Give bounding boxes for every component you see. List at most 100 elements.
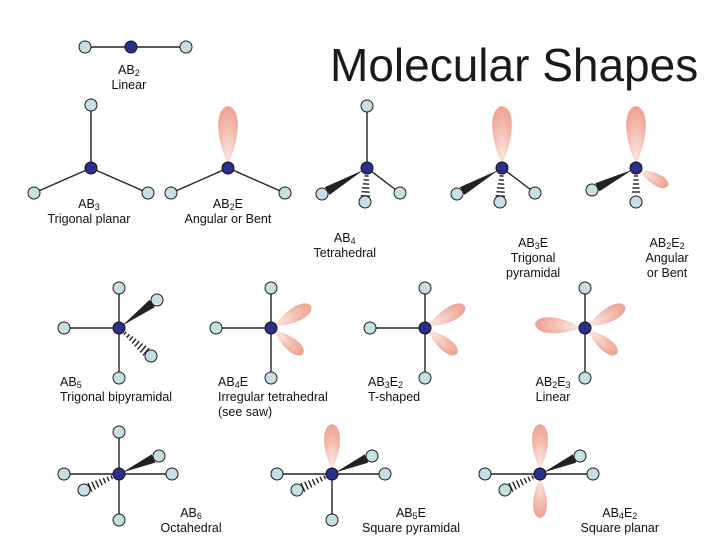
wedge-bond	[459, 170, 499, 195]
outer-atom	[325, 513, 339, 527]
formula: AB4E	[218, 375, 249, 390]
outer-atom	[57, 321, 71, 335]
lone-pair-lobe	[640, 170, 669, 188]
formula: AB2E3	[535, 375, 571, 390]
formula: AB4	[333, 231, 356, 246]
outer-atom	[84, 98, 98, 112]
hashed-bond	[87, 475, 114, 492]
outer-atom	[112, 281, 126, 295]
shape-name: Trigonal planar	[47, 212, 131, 226]
wedge-bond	[335, 454, 369, 473]
hashed-bond	[300, 475, 327, 492]
outer-atom	[365, 449, 379, 463]
lone-pair-lobe	[429, 303, 466, 326]
hashed-bond	[123, 331, 150, 356]
outer-atom	[578, 281, 592, 295]
outer-atom	[209, 321, 223, 335]
wedge-bond	[324, 170, 364, 195]
lone-pair-lobe	[275, 303, 312, 326]
outer-atom	[112, 425, 126, 439]
lone-pair-lobe	[492, 106, 512, 163]
shape-name: Irregular tetrahedral	[218, 390, 328, 404]
center-atom	[112, 467, 126, 481]
outer-atom	[152, 449, 166, 463]
outer-atom	[478, 467, 492, 481]
center-atom	[112, 321, 126, 335]
outer-atom	[418, 371, 432, 385]
formula: AB4E2	[602, 506, 638, 521]
outer-atom	[264, 371, 278, 385]
bond-line	[39, 167, 92, 192]
shape-name: T-shaped	[368, 390, 421, 404]
outer-atom	[573, 449, 587, 463]
outer-atom	[112, 371, 126, 385]
hashed-bond	[508, 475, 535, 492]
shape-name: Linear	[535, 390, 571, 404]
outer-atom	[358, 195, 372, 209]
lone-pair-lobe	[274, 331, 304, 356]
outer-atom	[498, 483, 512, 497]
wedge-bond	[543, 454, 577, 473]
formula: AB5	[60, 375, 82, 390]
outer-atom	[528, 186, 542, 200]
outer-atom	[77, 483, 91, 497]
bond-line	[90, 167, 143, 192]
center-atom	[264, 321, 278, 335]
outer-atom	[418, 281, 432, 295]
shape-name: Octahedral	[160, 521, 222, 535]
shape-name: Linear	[111, 78, 147, 92]
center-atom	[360, 161, 374, 175]
lone-pair-lobe	[324, 424, 340, 469]
page-title: Molecular Shapes	[330, 39, 699, 91]
outer-atom	[78, 40, 92, 54]
lone-pair-lobe	[535, 317, 581, 334]
outer-atom	[450, 187, 464, 201]
center-atom	[325, 467, 339, 481]
hashed-bond	[631, 175, 641, 193]
outer-atom	[112, 513, 126, 527]
center-atom	[578, 321, 592, 335]
formula: AB2E2	[649, 236, 685, 251]
lone-pair-lobe	[626, 106, 646, 163]
shape-name: Square pyramidal	[362, 521, 460, 535]
outer-atom	[360, 99, 374, 113]
outer-atom	[586, 467, 600, 481]
outer-atom	[165, 467, 179, 481]
outer-atom	[270, 467, 284, 481]
center-atom	[221, 161, 235, 175]
shape-name: Tetrahedral	[313, 246, 377, 260]
lone-pair-lobe	[428, 331, 458, 356]
lone-pair-lobe	[533, 479, 547, 518]
shape-name-line2: pyramidal	[506, 266, 561, 280]
wedge-bond	[122, 454, 156, 473]
bond-line	[227, 167, 280, 192]
shape-name: Square planar	[580, 521, 660, 535]
center-atom	[84, 161, 98, 175]
outer-atom	[585, 183, 599, 197]
shape-name: Angular or Bent	[184, 212, 272, 226]
outer-atom	[393, 186, 407, 200]
wedge-bond	[122, 299, 155, 326]
outer-atom	[278, 186, 292, 200]
center-atom	[629, 161, 643, 175]
formula: AB3E	[518, 236, 549, 251]
lone-pair-lobe	[589, 303, 626, 326]
formula: AB3	[78, 197, 100, 212]
center-atom	[418, 321, 432, 335]
shape-name: Trigonal	[510, 251, 556, 265]
outer-atom	[57, 467, 71, 481]
center-atom	[533, 467, 547, 481]
